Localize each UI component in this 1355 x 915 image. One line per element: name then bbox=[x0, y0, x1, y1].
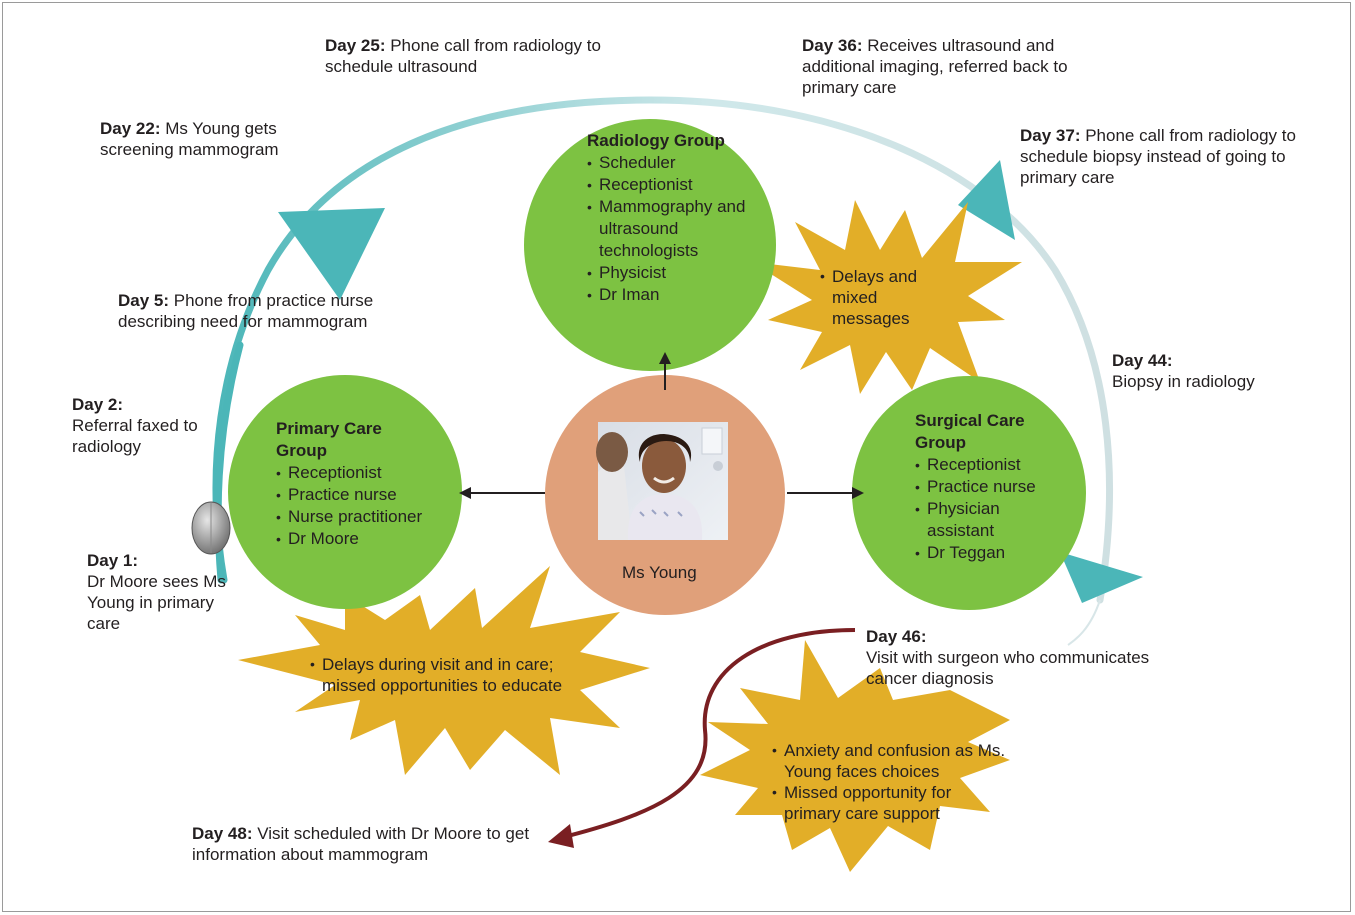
primary-care-group-roles: Receptionist Practice nurse Nurse practi… bbox=[276, 462, 426, 550]
event-day-label: Day 22: bbox=[100, 119, 161, 138]
role-item: Mammography and ultrasound technologists bbox=[587, 196, 747, 262]
event-text: Dr Moore sees Ms Young in primary care bbox=[87, 572, 226, 633]
event-text: Referral faxed to radiology bbox=[72, 416, 198, 456]
journey-arc-tail bbox=[1067, 599, 1101, 646]
burst-item: Anxiety and confusion as Ms. Young faces… bbox=[772, 740, 1012, 782]
role-item: Receptionist bbox=[915, 454, 1065, 476]
event-text: Phone call from radiology to schedule bi… bbox=[1020, 126, 1296, 187]
burst-item: Delays and mixed messages bbox=[820, 266, 950, 329]
primary-care-group: Primary Care Group Receptionist Practice… bbox=[276, 418, 426, 550]
surgical-care-group: Surgical Care Group Receptionist Practic… bbox=[915, 410, 1065, 564]
event-day46: Day 46: Visit with surgeon who communicat… bbox=[866, 626, 1156, 689]
journey-arc-lower-left bbox=[214, 341, 244, 584]
arc-arrowhead-bottom-right bbox=[1060, 552, 1143, 603]
role-item: Receptionist bbox=[587, 174, 747, 196]
event-day2: Day 2: Referral faxed to radiology bbox=[72, 394, 202, 457]
burst-surgical-text: Anxiety and confusion as Ms. Young faces… bbox=[772, 740, 1012, 824]
event-text: Receives ultrasound and additional imagi… bbox=[802, 36, 1068, 97]
event-day1: Day 1: Dr Moore sees Ms Young in primary … bbox=[87, 550, 232, 634]
event-day-label: Day 2: bbox=[72, 395, 124, 414]
event-text: Visit scheduled with Dr Moore to get inf… bbox=[192, 824, 530, 864]
arc-arrowhead-top-right bbox=[958, 160, 1015, 240]
burst-item: Delays during visit and in care; missed … bbox=[310, 654, 610, 696]
patient-with-doctor-photo bbox=[596, 422, 728, 540]
radiology-group-title: Radiology Group bbox=[587, 131, 725, 150]
event-day5: Day 5: Phone from practice nurse describ… bbox=[118, 290, 428, 332]
role-item: Physician assistant bbox=[915, 498, 1065, 542]
arc-arrowhead-left bbox=[278, 208, 385, 300]
surgical-care-group-title: Surgical Care Group bbox=[915, 411, 1025, 452]
role-item: Physicist bbox=[587, 262, 747, 284]
event-day-label: Day 1: bbox=[87, 551, 139, 570]
radiology-group-roles: Scheduler Receptionist Mammography and u… bbox=[587, 152, 747, 306]
role-item: Dr Teggan bbox=[915, 542, 1065, 564]
return-arrowhead bbox=[548, 824, 574, 848]
role-item: Nurse practitioner bbox=[276, 506, 426, 528]
event-day-label: Day 36: bbox=[802, 36, 863, 55]
event-text: Phone call from radiology to schedule ul… bbox=[325, 36, 601, 76]
burst-primary-text: Delays during visit and in care; missed … bbox=[310, 654, 610, 696]
patient-name: Ms Young bbox=[622, 563, 697, 582]
event-day36: Day 36: Receives ultrasound and addition… bbox=[802, 35, 1122, 98]
event-day-label: Day 48: bbox=[192, 824, 253, 843]
event-day-label: Day 25: bbox=[325, 36, 386, 55]
event-text: Phone from practice nurse describing nee… bbox=[118, 291, 374, 331]
role-item: Practice nurse bbox=[915, 476, 1065, 498]
event-day-label: Day 37: bbox=[1020, 126, 1081, 145]
role-item: Dr Moore bbox=[276, 528, 426, 550]
role-item: Practice nurse bbox=[276, 484, 426, 506]
event-day22: Day 22: Ms Young gets screening mammogra… bbox=[100, 118, 330, 160]
event-text: Ms Young gets screening mammogram bbox=[100, 119, 279, 159]
event-day37: Day 37: Phone call from radiology to sch… bbox=[1020, 125, 1320, 188]
role-item: Receptionist bbox=[276, 462, 426, 484]
event-text: Biopsy in radiology bbox=[1112, 372, 1255, 391]
role-item: Dr Iman bbox=[587, 284, 747, 306]
return-arrow bbox=[559, 628, 856, 840]
event-day25: Day 25: Phone call from radiology to sch… bbox=[325, 35, 665, 77]
burst-item: Missed opportunity for primary care supp… bbox=[772, 782, 1012, 824]
radiology-group: Radiology Group Scheduler Receptionist M… bbox=[587, 130, 747, 306]
event-day-label: Day 44: bbox=[1112, 351, 1173, 370]
primary-care-group-title: Primary Care Group bbox=[276, 419, 382, 460]
event-day-label: Day 5: bbox=[118, 291, 170, 310]
burst-radiology-text: Delays and mixed messages bbox=[820, 266, 950, 329]
event-text: Visit with surgeon who communicates canc… bbox=[866, 648, 1150, 688]
role-item: Scheduler bbox=[587, 152, 747, 174]
surgical-care-group-roles: Receptionist Practice nurse Physician as… bbox=[915, 454, 1065, 564]
event-day-label: Day 46: bbox=[866, 627, 927, 646]
event-day48: Day 48: Visit scheduled with Dr Moore to… bbox=[192, 823, 552, 865]
event-day44: Day 44: Biopsy in radiology bbox=[1112, 350, 1302, 392]
